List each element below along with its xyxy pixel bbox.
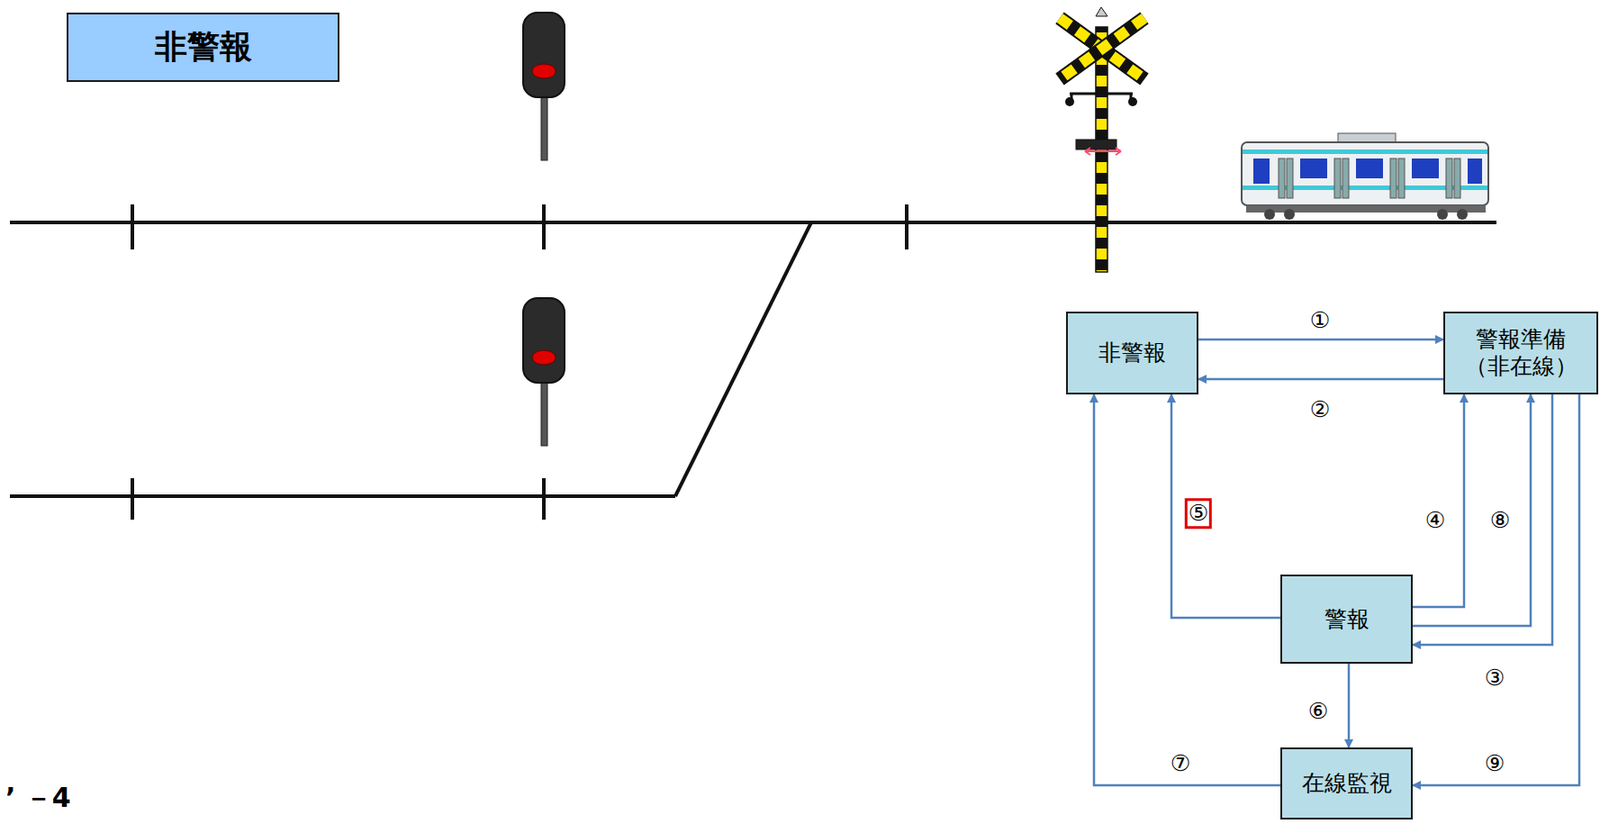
state-box: 在線監視 (1280, 747, 1413, 820)
train-window (1253, 158, 1270, 184)
train-door (1286, 158, 1293, 199)
train-door (1454, 158, 1461, 199)
state-label: 警報 (1324, 605, 1370, 633)
train-underframe (1246, 205, 1486, 213)
train-wheel (1437, 208, 1448, 220)
state-label: 在線監視 (1301, 769, 1393, 797)
callout-number: ① (1308, 307, 1332, 334)
state-label: 警報準備 （非在線） (1452, 325, 1590, 380)
crossing-top (1095, 7, 1108, 17)
title-text: 非警報 (154, 25, 253, 70)
train-door (1278, 158, 1285, 199)
train-stripe (1242, 149, 1488, 154)
callout-number: ③ (1482, 665, 1507, 691)
crossbuck-arm (1059, 18, 1145, 80)
state-label: 非警報 (1098, 339, 1167, 367)
train-window (1467, 158, 1483, 184)
signal-red-light (532, 63, 556, 79)
callout-number: ⑨ (1482, 750, 1507, 777)
main-track (9, 220, 1497, 225)
direction-indicator (1075, 139, 1117, 150)
callout-number: ⑦ (1168, 750, 1193, 777)
transition-arrow (1412, 394, 1531, 626)
train-door (1446, 158, 1453, 199)
train-body (1241, 142, 1489, 206)
block-joint (542, 478, 546, 520)
crossing-lamp (1065, 97, 1075, 107)
block-joint (904, 204, 909, 250)
callout-number: ② (1308, 397, 1332, 423)
train-window (1300, 158, 1328, 179)
train (1241, 133, 1489, 220)
title-box: 非警報 (66, 12, 340, 82)
train-door (1390, 158, 1397, 199)
crossbuck-arm (1059, 18, 1145, 80)
crossbuck (1059, 7, 1145, 80)
transition-arrow (1412, 394, 1580, 786)
train-wheel (1283, 208, 1295, 220)
transition-arrow (1198, 378, 1444, 381)
signal-pole (541, 90, 548, 161)
transition-arrow (1198, 338, 1444, 342)
state-box: 警報準備 （非在線） (1443, 311, 1599, 395)
crossbuck-arm (1059, 18, 1145, 80)
signal-pole (541, 375, 548, 446)
crossbuck-arm (1059, 18, 1145, 80)
transition-arrow (1412, 394, 1553, 645)
transition-arrow (1171, 394, 1281, 618)
block-joint (542, 204, 546, 250)
train-wheel (1456, 208, 1468, 220)
train-door (1342, 158, 1349, 199)
callout-number: ⑤ (1184, 497, 1212, 529)
transition-arrow (1412, 394, 1465, 607)
callout-number: ④ (1423, 507, 1447, 534)
signal-head (523, 298, 565, 383)
transition-arrow (1347, 663, 1351, 748)
train-wheel (1264, 208, 1275, 220)
callout-number: ⑧ (1488, 507, 1512, 534)
block-joint (130, 478, 135, 520)
side-track (9, 494, 676, 498)
signal-head (523, 12, 565, 98)
lamp-bar (1069, 92, 1133, 96)
turnout-track (675, 222, 812, 497)
signal-red-light (532, 350, 556, 365)
train-door (1334, 158, 1341, 199)
train-window (1355, 158, 1384, 179)
crossing-lamp (1128, 97, 1138, 107)
train-roof-unit (1337, 133, 1396, 143)
state-box: 警報 (1280, 574, 1413, 664)
train-window (1411, 158, 1439, 179)
transition-arrow (1093, 394, 1281, 786)
block-joint (130, 204, 135, 250)
direction-arrows (1084, 147, 1121, 155)
page-number: ’ －4 (5, 779, 72, 817)
state-box: 非警報 (1066, 311, 1199, 395)
callout-number: ⑥ (1306, 698, 1330, 724)
train-door (1398, 158, 1405, 199)
